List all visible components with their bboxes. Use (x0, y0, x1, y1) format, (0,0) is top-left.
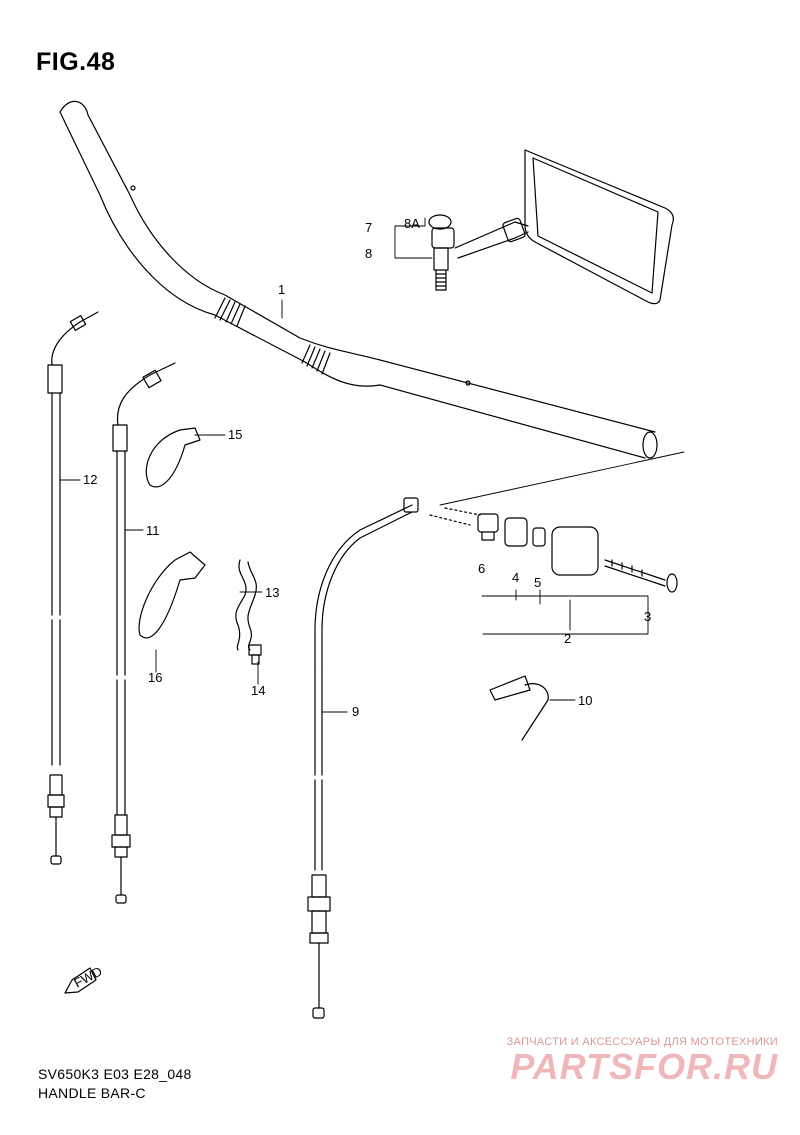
callout-10: 10 (578, 693, 592, 708)
bar-end-weight (429, 507, 678, 593)
callout-7: 7 (365, 220, 372, 235)
callout-4: 4 (512, 570, 519, 585)
watermark: ЗАПЧАСТИ И АКСЕССУАРЫ ДЛЯ МОТОТЕХНИКИ PA… (507, 1036, 778, 1086)
callout-5: 5 (534, 575, 541, 590)
callout-8a: 8A (404, 216, 420, 231)
fwd-label: FWD (71, 964, 104, 991)
mirror-assembly (428, 149, 674, 305)
bolt-14 (248, 644, 262, 665)
callout-16: 16 (148, 670, 162, 685)
fwd-arrow-icon (64, 967, 97, 994)
callout-9: 9 (352, 704, 359, 719)
callout-1: 1 (278, 282, 285, 297)
leader-lines (59, 217, 685, 713)
callout-13: 13 (265, 585, 279, 600)
callout-11: 11 (146, 523, 160, 538)
callout-15: 15 (228, 427, 242, 442)
clamp-15 (145, 427, 201, 488)
callout-12: 12 (83, 472, 97, 487)
callout-8: 8 (365, 246, 372, 261)
watermark-tagline: ЗАПЧАСТИ И АКСЕССУАРЫ ДЛЯ МОТОТЕХНИКИ (506, 1036, 778, 1048)
clutch-cable-9 (307, 497, 419, 1019)
figure-title: FIG.48 (36, 48, 116, 76)
callout-6: 6 (478, 561, 485, 576)
callout-14: 14 (251, 683, 265, 698)
bracket-10 (489, 675, 549, 741)
throttle-cable-12 (47, 311, 99, 865)
section-name: HANDLE BAR-C (38, 1085, 146, 1101)
throttle-cable-11 (111, 362, 176, 904)
clip-13 (235, 559, 257, 651)
watermark-brand: PARTSFOR.RU (510, 1046, 778, 1087)
callout-2: 2 (564, 631, 571, 646)
clamp-16 (138, 551, 206, 639)
model-code: SV650K3 E03 E28_048 (38, 1066, 192, 1082)
callout-3: 3 (644, 609, 651, 624)
handlebar (59, 100, 658, 459)
